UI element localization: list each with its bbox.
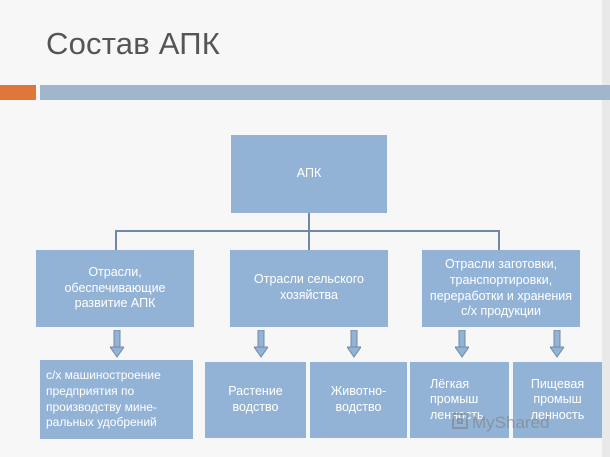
leaf-node-label: Пищевая промыш ленность — [530, 376, 585, 422]
connector-root-down — [308, 213, 310, 231]
watermark-text: MyShared — [472, 413, 550, 432]
root-node-label: АПК — [296, 166, 322, 181]
root-node-apk: АПК — [231, 135, 387, 213]
branch-node-label: Отрасли, обеспечивающие развитие АПК — [64, 265, 166, 311]
branch-node-label: Отрасли заготовки, транспортировки, пере… — [429, 257, 573, 319]
header-bar — [40, 85, 610, 100]
branch-node-processing: Отрасли заготовки, транспортировки, пере… — [422, 250, 580, 327]
leaf-node-label: Растение водство — [228, 384, 283, 414]
leaf-node-crop-farming: Растение водство — [205, 362, 306, 438]
arrow-down-icon — [347, 330, 361, 358]
leaf-node-food-industry: Пищевая промыш ленность — [513, 362, 602, 438]
connector-branch-2 — [308, 230, 310, 250]
arrow-down-icon — [455, 330, 469, 358]
myshared-logo-icon — [452, 413, 468, 429]
leaf-node-label: с/х машиностроение предприятия по произв… — [46, 368, 161, 430]
leaf-node-label: Животно- водство — [330, 384, 387, 414]
branch-node-support: Отрасли, обеспечивающие развитие АПК — [36, 250, 194, 327]
arrow-down-icon — [254, 330, 268, 358]
connector-branch-3 — [498, 230, 500, 250]
leaf-node-label: Лёгкая промыш ленность — [430, 376, 484, 422]
slide-title: Состав АПК — [46, 26, 220, 61]
branch-node-agriculture: Отрасли сельского хозяйства — [230, 250, 388, 327]
leaf-node-machinery: с/х машиностроение предприятия по произв… — [40, 360, 193, 439]
accent-bar — [0, 85, 36, 100]
arrow-down-icon — [110, 330, 124, 358]
connector-branch-1 — [115, 230, 117, 250]
leaf-node-livestock: Животно- водство — [310, 362, 407, 438]
arrow-down-icon — [550, 330, 564, 358]
connector-horizontal — [115, 230, 500, 232]
branch-node-label: Отрасли сельского хозяйства — [254, 272, 364, 302]
leaf-node-light-industry: Лёгкая промыш ленность — [410, 362, 509, 438]
slide-edge — [602, 0, 610, 457]
